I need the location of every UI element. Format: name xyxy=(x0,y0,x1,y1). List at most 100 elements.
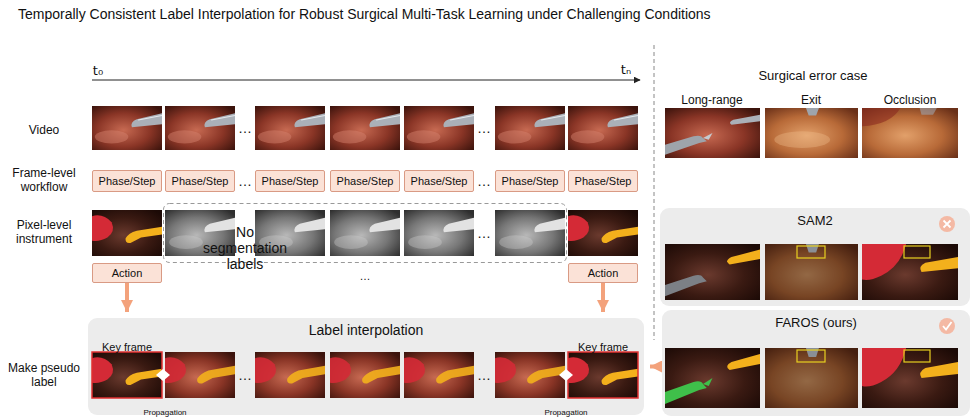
label-holder: Video xyxy=(2,120,86,138)
label-holder: Key frame xyxy=(87,337,167,355)
label-box: Phase/Step xyxy=(330,170,400,192)
label-holder: tₙ xyxy=(611,60,641,78)
propagation-mark xyxy=(559,369,573,381)
text-label: … xyxy=(477,120,491,136)
highlight-box xyxy=(904,246,930,258)
text-label: Propagation xyxy=(143,408,186,417)
text-label: … xyxy=(477,225,491,241)
label-holder: … xyxy=(235,366,255,384)
node-text: Label interpolation xyxy=(309,322,423,338)
art-use xyxy=(404,352,474,398)
text-label: Pixel-level instrument xyxy=(0,219,88,247)
text-label: t₀ xyxy=(93,64,103,79)
label-holder: Propagation xyxy=(536,401,596,419)
label-holder: … xyxy=(265,266,465,284)
time-axis xyxy=(92,80,640,81)
label-box: Phase/Step xyxy=(255,170,325,192)
art-use xyxy=(165,106,235,150)
label-box: Action xyxy=(92,263,162,283)
art-use xyxy=(330,352,400,398)
art-use xyxy=(255,352,325,398)
label-holder: … xyxy=(235,172,255,190)
key-frame-border xyxy=(92,352,162,398)
node-text: SAM2 xyxy=(797,214,832,229)
text-label: … xyxy=(238,120,252,136)
highlight-box xyxy=(797,350,825,362)
error-case-frames xyxy=(665,108,958,158)
label-box: Phase/Step xyxy=(568,170,638,192)
art-use xyxy=(330,106,400,150)
art-circle xyxy=(939,216,955,232)
art-use xyxy=(330,210,400,256)
text-label: Key frame xyxy=(578,341,628,354)
label-holder: Key frame xyxy=(563,337,643,355)
art-use xyxy=(568,352,638,398)
label-holder: … xyxy=(235,119,255,137)
art-use xyxy=(765,244,858,300)
node-text: Phase/Step xyxy=(411,175,468,188)
node-text: Phase/Step xyxy=(502,175,559,188)
propagation-mark xyxy=(156,369,170,381)
art-path xyxy=(944,221,951,228)
title-holder: Temporally Consistent Label Interpolatio… xyxy=(18,5,738,23)
node-text: Phase/Step xyxy=(575,175,632,188)
label-box: Phase/Step xyxy=(165,170,235,192)
label-holder: Pixel-level instrument xyxy=(0,219,88,247)
art-use xyxy=(765,108,858,158)
interpolated-frames xyxy=(92,352,638,398)
art-use xyxy=(495,352,565,398)
label-holder: No segmentation labels xyxy=(201,224,290,273)
art-use xyxy=(862,244,958,300)
art-use xyxy=(568,210,638,256)
text-label: No segmentation labels xyxy=(201,224,290,272)
label-holder: Exit xyxy=(765,90,858,108)
node-text: FAROS (ours) xyxy=(775,316,857,331)
highlight-box xyxy=(904,350,930,362)
art-use xyxy=(665,348,760,408)
label-box: Phase/Step xyxy=(495,170,565,192)
art-use xyxy=(862,348,958,408)
label-holder: Frame-level workflow xyxy=(0,167,88,195)
node-text: Action xyxy=(588,267,619,280)
art-use xyxy=(665,108,760,158)
label-holder: Surgical error case xyxy=(713,66,913,84)
text-label: Video xyxy=(29,124,59,138)
art-use xyxy=(255,106,325,150)
art-path xyxy=(943,322,952,330)
art-use xyxy=(568,106,638,150)
label-holder: … xyxy=(474,172,494,190)
label-holder: … xyxy=(474,224,494,242)
text-label: … xyxy=(360,270,371,283)
label-box: Phase/Step xyxy=(404,170,474,192)
node-text: Phase/Step xyxy=(337,175,394,188)
text-label: Make pseudo label xyxy=(5,362,83,390)
text-label: Key frame xyxy=(102,341,152,354)
node-text: Phase/Step xyxy=(99,175,156,188)
video-frames xyxy=(92,106,638,150)
art-use xyxy=(92,352,162,398)
text-label: … xyxy=(238,173,252,189)
highlight-box xyxy=(797,246,825,258)
label-holder: Make pseudo label xyxy=(5,362,83,390)
figure-title: Temporally Consistent Label Interpolatio… xyxy=(18,6,711,22)
flow-arrow xyxy=(650,365,662,369)
node-text: Phase/Step xyxy=(172,175,229,188)
label-holder: t₀ xyxy=(83,61,113,79)
label-holder: Occlusion xyxy=(862,90,958,108)
art-use xyxy=(165,352,235,398)
text-label: Long-range xyxy=(681,94,742,108)
art-use xyxy=(404,210,474,256)
flow-arrow xyxy=(601,283,605,312)
art-use xyxy=(495,210,565,256)
key-frame-border xyxy=(568,352,638,398)
text-label: … xyxy=(238,367,252,383)
panel-divider xyxy=(654,45,655,340)
text-label: … xyxy=(477,173,491,189)
art-use xyxy=(665,244,760,300)
art-use xyxy=(495,106,565,150)
fail-icon xyxy=(939,216,955,232)
text-label: Exit xyxy=(801,94,821,108)
success-icon xyxy=(939,318,955,334)
